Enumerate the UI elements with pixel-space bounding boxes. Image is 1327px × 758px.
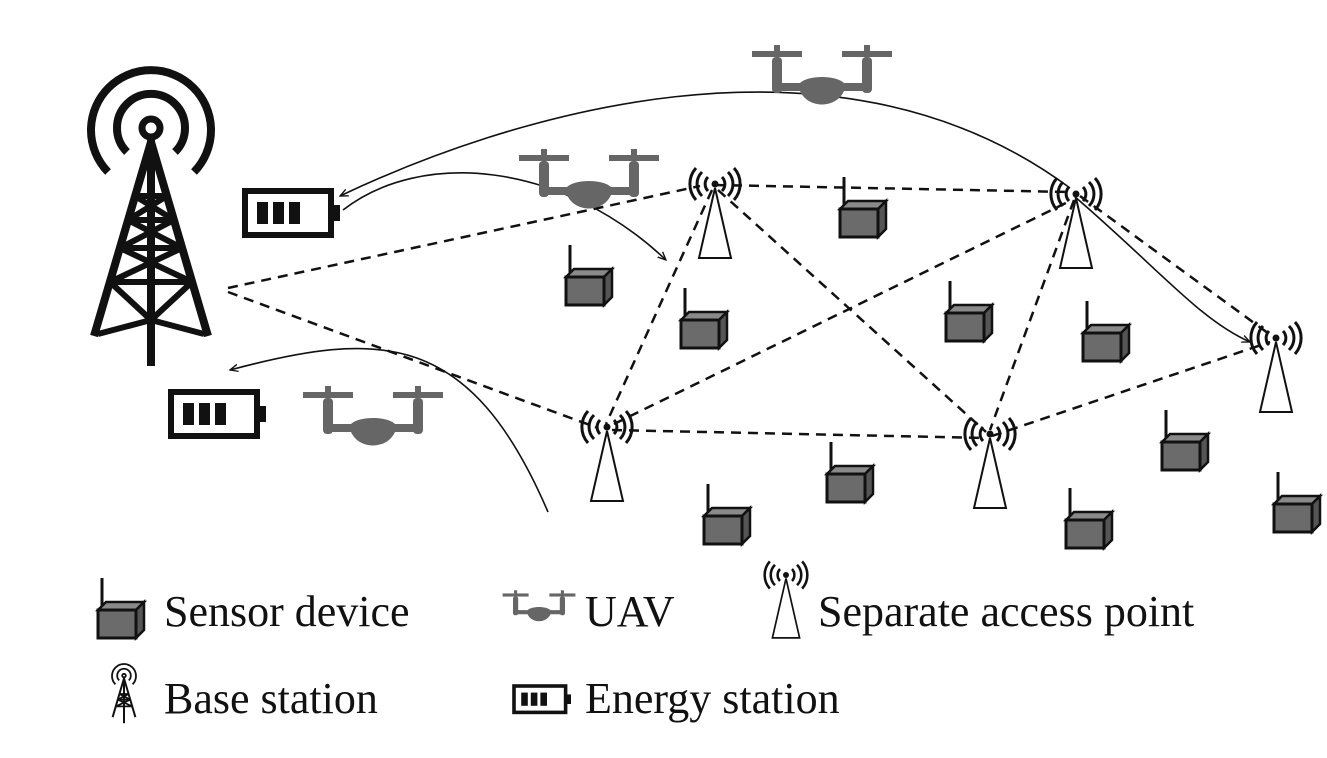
energy-station-icon xyxy=(171,392,266,436)
dashed-links xyxy=(227,183,1273,440)
link xyxy=(1079,194,1273,338)
legend: Sensor device UAV Separate access point … xyxy=(96,560,1194,724)
link xyxy=(604,189,714,425)
access-point-icon xyxy=(963,416,1017,510)
uav-icon xyxy=(303,386,443,446)
legend-access-point-label: Separate access point xyxy=(818,587,1194,636)
uav-paths xyxy=(230,91,1250,513)
uav-path-arrow xyxy=(230,347,549,513)
uav-path-arrow xyxy=(1073,195,1250,343)
link xyxy=(988,199,1076,431)
legend-energy-station-icon xyxy=(512,684,573,715)
sensor-device-icon xyxy=(838,175,888,239)
base-station-icon xyxy=(87,66,215,366)
sensor-device-icon xyxy=(1081,299,1131,363)
access-point-icon xyxy=(688,166,742,260)
sensor-device-icon xyxy=(944,279,994,343)
uav-icon xyxy=(519,149,659,209)
access-point-icon xyxy=(1049,176,1103,270)
link xyxy=(227,290,599,430)
sensor-device-icon xyxy=(1272,470,1322,534)
legend-uav-label: UAV xyxy=(585,587,675,636)
legend-access-point-icon xyxy=(763,560,809,640)
legend-sensor-icon xyxy=(96,576,146,640)
link xyxy=(717,189,987,433)
uav-path-arrow xyxy=(342,172,666,260)
sensor-device-icon xyxy=(702,482,752,546)
legend-sensor-label: Sensor device xyxy=(164,587,410,636)
sensor-device-icon xyxy=(679,286,729,350)
sensor-device-icon xyxy=(1160,408,1210,472)
legend-energy-station-label: Energy station xyxy=(585,674,840,723)
legend-base-station-icon xyxy=(111,663,137,724)
access-point-icon xyxy=(580,409,634,503)
sensor-device-icon xyxy=(825,440,875,504)
link xyxy=(714,183,1071,194)
sensor-device-icon xyxy=(1064,486,1114,550)
legend-uav-icon xyxy=(502,590,576,622)
uav-icon xyxy=(752,45,892,105)
link xyxy=(991,340,1271,438)
link xyxy=(611,428,986,440)
energy-station-icon xyxy=(245,191,340,235)
legend-base-station-label: Base station xyxy=(164,674,378,723)
link xyxy=(227,184,701,290)
sensor-device-icon xyxy=(564,243,614,307)
access-point-icon xyxy=(1249,320,1303,414)
uav-path-arrow xyxy=(340,91,1071,197)
